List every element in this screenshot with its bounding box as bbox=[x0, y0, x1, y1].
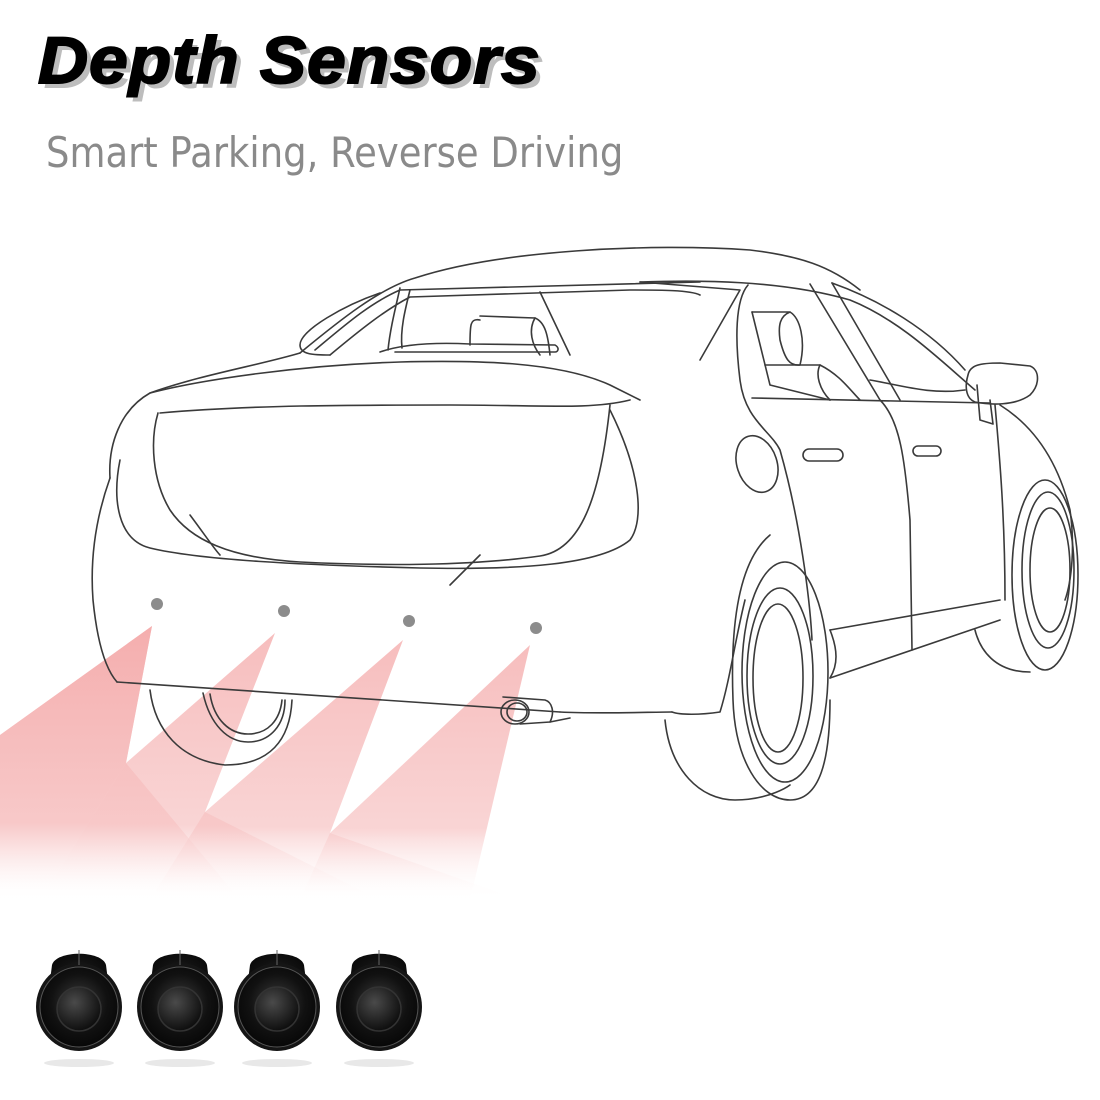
sensor-puck-4 bbox=[336, 950, 422, 1067]
sensor-dot-4 bbox=[530, 622, 542, 634]
detection-beams bbox=[0, 626, 530, 900]
page-subtitle: Smart Parking, Reverse Driving bbox=[46, 128, 624, 177]
sensor-puck-1 bbox=[36, 950, 122, 1067]
front-wheel bbox=[974, 479, 1079, 673]
sensor-puck-2 bbox=[137, 950, 223, 1067]
sensor-puck-3 bbox=[234, 950, 320, 1067]
car-side-outline bbox=[639, 280, 1074, 679]
sensor-dot-2 bbox=[278, 605, 290, 617]
sensor-dot-1 bbox=[151, 598, 163, 610]
car-body-outline bbox=[91, 246, 861, 766]
sensor-dot-3 bbox=[403, 615, 415, 627]
sensor-dots bbox=[151, 598, 542, 634]
rear-wheel bbox=[664, 534, 831, 801]
page-title: Depth Sensors bbox=[37, 22, 541, 98]
sensor-products bbox=[36, 950, 422, 1067]
